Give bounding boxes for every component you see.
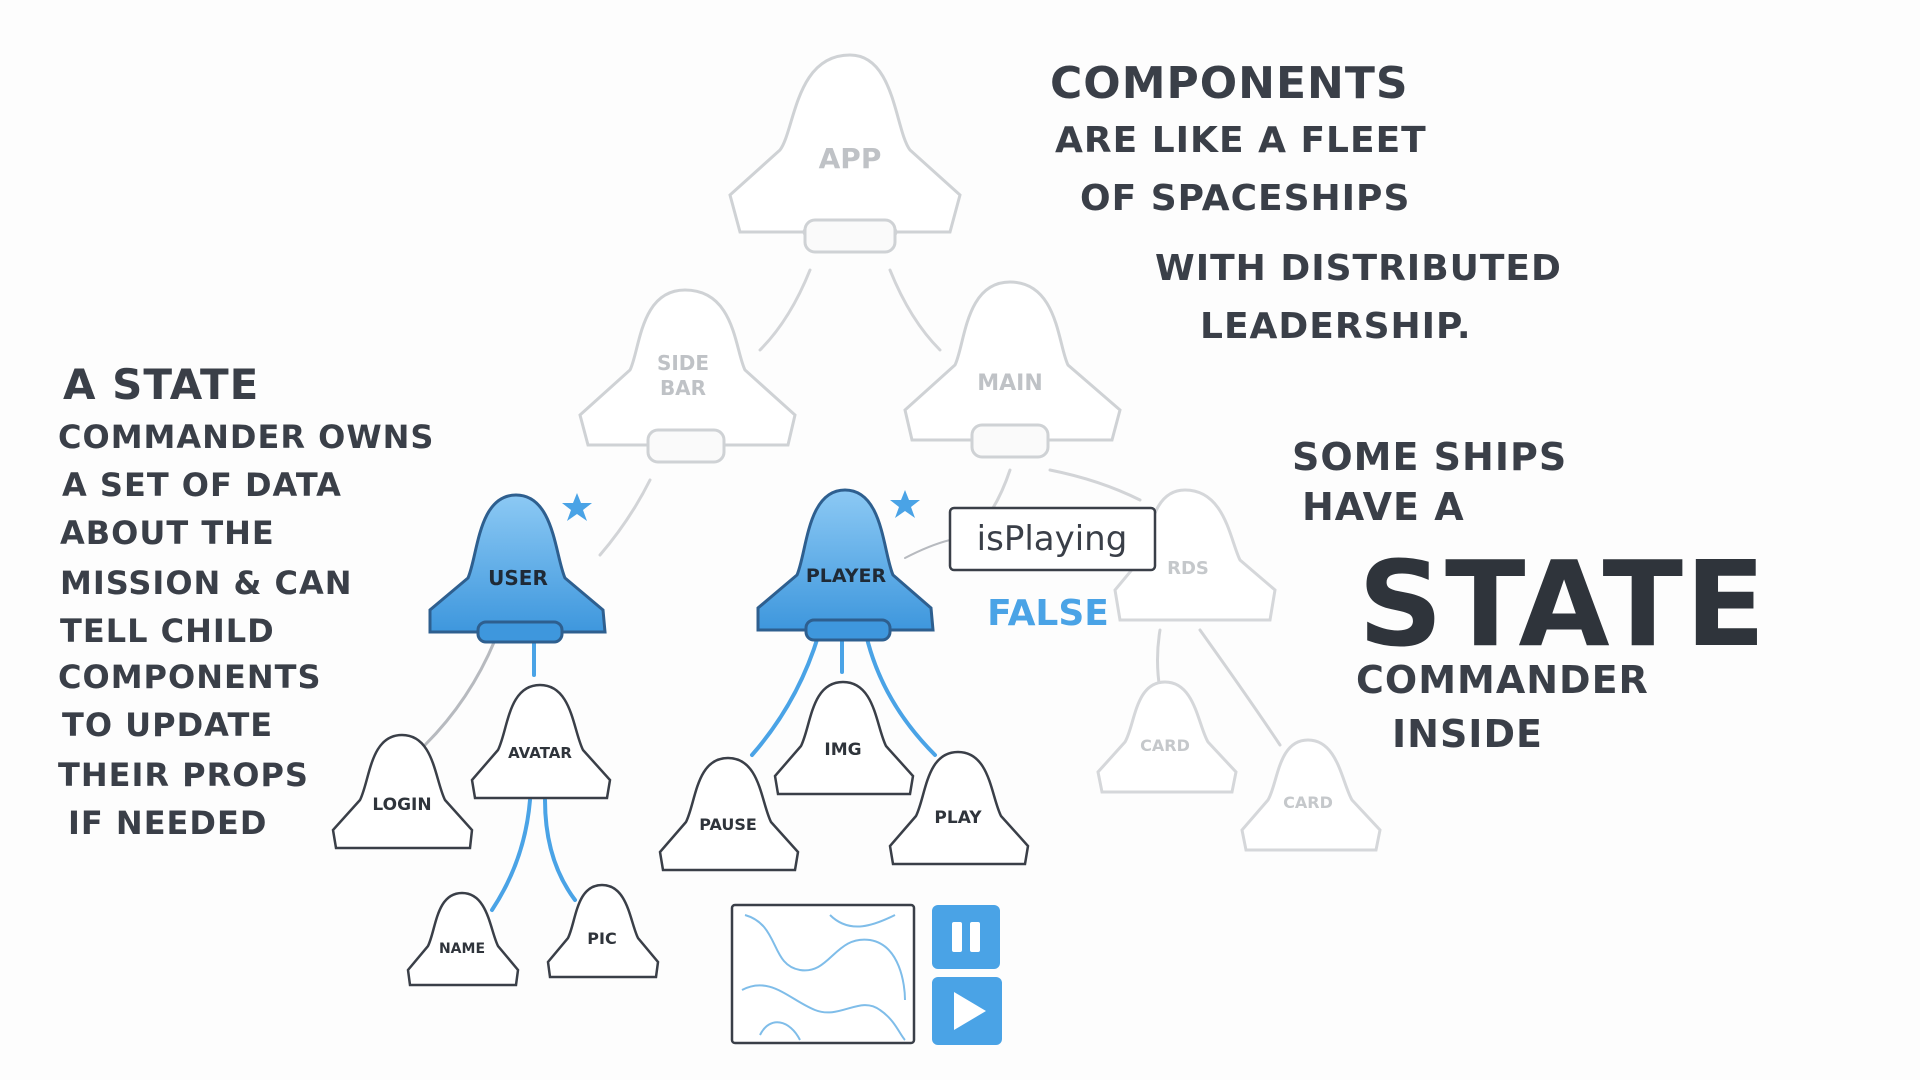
- left-note-line-1: A state: [63, 360, 260, 409]
- connector-sidebar-user: [598, 478, 652, 557]
- ship-user: USER: [428, 493, 607, 644]
- right-note-state: STATE: [1358, 535, 1768, 673]
- ship-user-label: USER: [488, 566, 548, 590]
- headline-line-5: leadership.: [1200, 306, 1472, 347]
- headline-line-3: of spaceships: [1080, 178, 1411, 219]
- connector-user-login: [423, 638, 497, 747]
- left-note-line-3: a set of data: [62, 466, 342, 504]
- headline-line-2: are like a fleet: [1055, 120, 1427, 161]
- left-note-line-8: to update: [62, 706, 274, 744]
- image-preview: [730, 903, 916, 1045]
- ship-name-label: NAME: [439, 941, 485, 957]
- state-tag-value: FALSE: [987, 593, 1109, 634]
- ship-pic: PIC: [546, 883, 660, 979]
- ship-name: NAME: [406, 891, 520, 987]
- connector-avatar-name: [490, 798, 532, 912]
- play-icon: [954, 992, 986, 1030]
- ship-sidebar-label-2: BAR: [660, 376, 706, 400]
- play-button[interactable]: [932, 977, 1002, 1045]
- connector-app-main: [888, 268, 942, 352]
- ship-login: LOGIN: [331, 733, 474, 850]
- headline-line-4: with distributed: [1155, 248, 1562, 289]
- pause-icon: [952, 922, 962, 952]
- ship-pause: PAUSE: [658, 756, 800, 872]
- right-note-line-4: commander: [1356, 658, 1649, 702]
- ship-play-label: PLAY: [934, 808, 982, 828]
- connector-avatar-pic: [543, 798, 577, 902]
- left-note-line-10: if needed: [68, 804, 268, 842]
- ship-play: PLAY: [888, 750, 1030, 866]
- connections: [423, 268, 1282, 912]
- ship-sidebar-label-1: SIDE: [657, 351, 709, 375]
- connector-player-play: [863, 628, 937, 757]
- pause-button[interactable]: [932, 905, 1000, 969]
- ship-avatar: AVATAR: [470, 683, 612, 800]
- ship-card-b: CARD: [1240, 738, 1382, 852]
- state-tag-label: isPlaying: [977, 519, 1128, 559]
- ship-app-label: APP: [819, 142, 882, 175]
- connector-cards-card-b: [1198, 628, 1282, 747]
- left-note-line-7: components: [58, 658, 322, 696]
- connector-main-cards: [1048, 468, 1142, 502]
- connector-app-sidebar: [758, 268, 812, 352]
- ship-card-a: CARD: [1096, 680, 1238, 794]
- state-tag: isPlaying FALSE: [948, 506, 1157, 634]
- ship-img-label: IMG: [824, 740, 861, 760]
- left-note-line-6: tell child: [60, 612, 275, 650]
- left-note-line-4: about the: [60, 514, 275, 552]
- ship-cards-label: RDS: [1167, 558, 1209, 579]
- ship-pic-label: PIC: [587, 929, 616, 948]
- right-note-line-1: Some ships: [1292, 435, 1568, 479]
- ship-player-label: PLAYER: [806, 565, 887, 587]
- right-note-line-2: have a: [1302, 485, 1465, 529]
- connector-player-tag: [904, 539, 951, 559]
- connector-player-pause: [750, 628, 822, 757]
- ship-app: APP: [728, 53, 962, 254]
- ship-main-label: MAIN: [977, 371, 1043, 396]
- ship-sidebar: SIDE BAR: [578, 288, 797, 464]
- ship-login-label: LOGIN: [372, 795, 431, 815]
- ship-card-a-label: CARD: [1140, 736, 1190, 755]
- left-note-line-9: their props: [58, 756, 309, 794]
- star-icon-user: [562, 493, 592, 521]
- ship-main: MAIN: [903, 280, 1122, 459]
- ship-img: IMG: [773, 680, 915, 796]
- star-icon-player: [890, 490, 920, 518]
- ship-pause-label: PAUSE: [699, 815, 757, 834]
- right-note-line-5: inside: [1392, 712, 1543, 756]
- left-note-line-5: mission & can: [60, 564, 353, 602]
- left-note-line-2: commander owns: [58, 418, 435, 456]
- headline-line-1: Components: [1050, 58, 1409, 109]
- ship-player: PLAYER: [756, 488, 935, 642]
- ship-card-b-label: CARD: [1283, 793, 1333, 812]
- ship-avatar-label: AVATAR: [508, 744, 572, 762]
